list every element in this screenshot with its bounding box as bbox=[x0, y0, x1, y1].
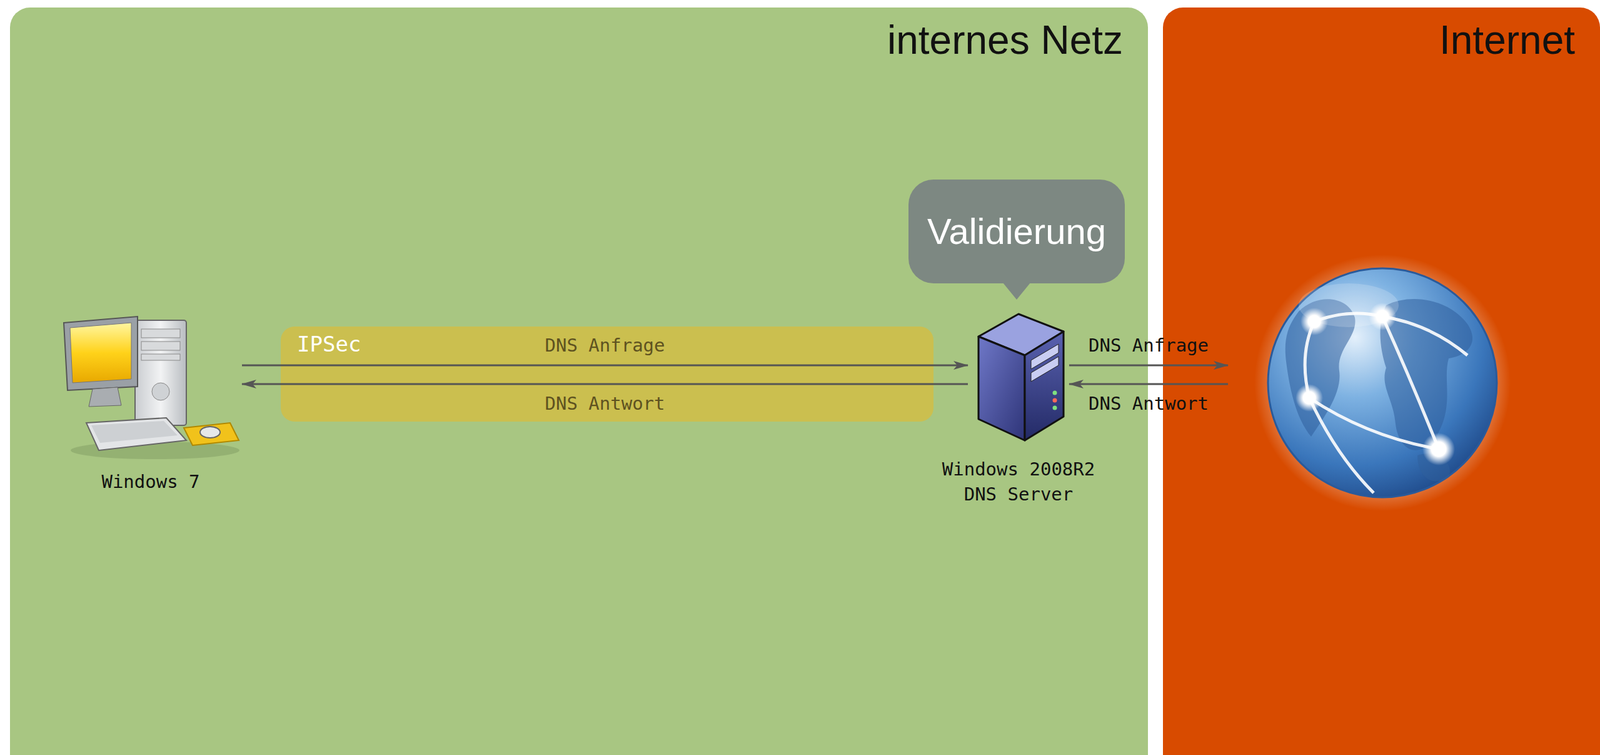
node-label: Windows 7 bbox=[61, 468, 241, 494]
client-computer: Windows 7 bbox=[61, 311, 241, 494]
node-label: Internet bbox=[1439, 16, 1575, 65]
arrow-connector bbox=[1069, 383, 1228, 386]
node-label: Validierung bbox=[927, 209, 1107, 254]
computer-icon bbox=[61, 311, 241, 462]
node-label: Windows 2008R2 DNS Server bbox=[930, 456, 1107, 507]
arrow-connector bbox=[241, 383, 968, 386]
globe-icon bbox=[1229, 230, 1535, 536]
network-zone: Internet bbox=[1162, 7, 1600, 755]
edge-label: DNS Antwort bbox=[1088, 392, 1209, 415]
node-label: internes Netz bbox=[887, 16, 1123, 65]
server-icon bbox=[969, 311, 1068, 444]
node-label: IPSec bbox=[280, 326, 361, 357]
speech-callout: Validierung bbox=[908, 179, 1125, 284]
arrow-connector bbox=[241, 364, 968, 367]
arrow-connector bbox=[1069, 364, 1228, 367]
dns-server: Windows 2008R2 DNS Server bbox=[930, 311, 1107, 507]
edge-label: DNS Anfrage bbox=[1088, 334, 1209, 357]
network-zone: internes Netz Windows 7 IPSec Validierung bbox=[10, 7, 1148, 755]
edge-label: DNS Antwort bbox=[544, 392, 665, 415]
edge-label: DNS Anfrage bbox=[544, 334, 665, 357]
